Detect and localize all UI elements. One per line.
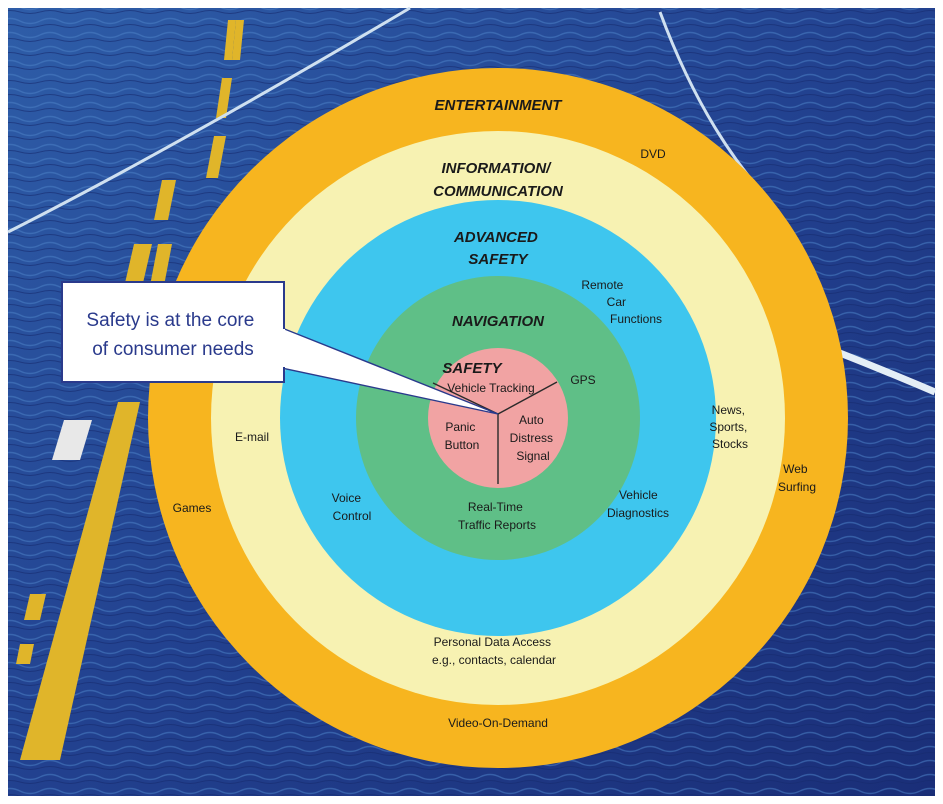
road-markings (16, 20, 244, 760)
item-panic-button: Panic Button (445, 420, 480, 452)
item-vehicle-tracking: Vehicle Tracking (447, 381, 534, 395)
title-information: INFORMATION/ COMMUNICATION (433, 160, 564, 200)
item-news: News, Sports, Stocks (709, 403, 750, 451)
white-road-mark (52, 420, 92, 460)
title-entertainment: ENTERTAINMENT (435, 97, 564, 114)
safety-dividers (432, 381, 558, 484)
item-auto-distress: Auto Distress Signal (510, 413, 557, 463)
item-remote-car-functions: Remote Car Functions (581, 278, 662, 326)
item-dvd: DVD (640, 147, 666, 161)
item-games: Games (173, 501, 212, 515)
item-voice-control: Voice Control (332, 491, 372, 523)
item-web-surfing: Web Surfing (778, 462, 816, 494)
title-safety: SAFETY (442, 360, 503, 377)
item-vehicle-diagnostics: Vehicle Diagnostics (607, 488, 669, 520)
title-advanced-safety: ADVANCED SAFETY (453, 229, 542, 268)
item-video-on-demand: Video-On-Demand (448, 716, 548, 730)
title-navigation: NAVIGATION (452, 313, 545, 330)
callout-box (61, 281, 285, 383)
callout: Safety is at the core of consumer needs (61, 281, 499, 415)
item-email: E-mail (235, 430, 269, 444)
item-real-time-traffic: Real-Time Traffic Reports (458, 500, 536, 532)
item-gps: GPS (570, 373, 595, 387)
white-road-line (7, 6, 411, 234)
callout-text: Safety is at the core of consumer needs (86, 310, 259, 360)
item-personal-data: Personal Data Access e.g., contacts, cal… (432, 635, 556, 667)
